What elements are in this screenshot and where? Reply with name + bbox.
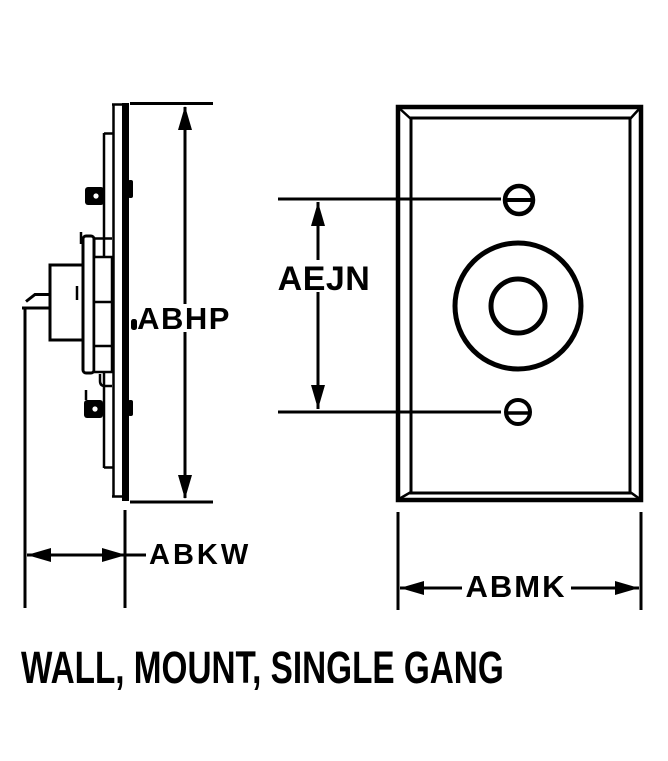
screw-slot-dot-bottom [92,406,98,412]
wallplate-outer-edge [395,104,644,503]
front-screw-bump-bottom [128,400,133,416]
connector-body-profile [48,263,85,342]
front-view [395,104,644,503]
collar-lower-step [98,374,112,388]
abhp-arrow-down-icon [178,475,192,499]
connector-collar-profile [92,255,114,374]
abmk-label-mask [462,571,571,602]
connector-flange-profile [81,234,96,375]
abmk-label: ABMK [466,569,567,604]
plate-front-face-profile [122,103,129,501]
abhp-label-mask [137,304,232,332]
drawing-title: WALL, MOUNT, SINGLE GANG [21,643,504,693]
aejn-arrow-up-icon [311,202,325,226]
abkw-arrow-left-icon [27,548,51,562]
connector-socket-opening [488,276,548,336]
dimension-plate-width: ABMK [396,512,643,610]
abkw-label: ABKW [149,539,251,571]
dimension-plate-depth: ABKW [23,309,251,608]
bevel-corner-bottom-left [398,490,412,501]
bevel-corner-bottom-right [629,490,641,501]
front-screw-bump-top [128,180,133,198]
dimension-screw-spacing: AEJN [278,197,501,414]
screw-slot-dot-top [93,193,99,199]
dimension-plate-height: ABHP [130,102,232,504]
abmk-arrow-left-icon [400,581,424,595]
abhp-label: ABHP [137,301,231,336]
abhp-arrow-up-icon [178,106,192,130]
bevel-corner-top-right [629,107,641,120]
connector-flange-ring [452,240,584,372]
aejn-label-mask [280,260,370,292]
abkw-arrow-right-icon [102,548,126,562]
terminal-prong-top-edge [25,293,50,303]
bevel-corner-top-left [398,107,412,120]
aejn-label: AEJN [278,260,371,298]
abmk-arrow-right-icon [615,581,639,595]
connector-face-tip [131,319,137,330]
wallplate-inner-bevel [409,116,632,495]
side-view [22,103,137,501]
aejn-arrow-down-icon [311,385,325,409]
